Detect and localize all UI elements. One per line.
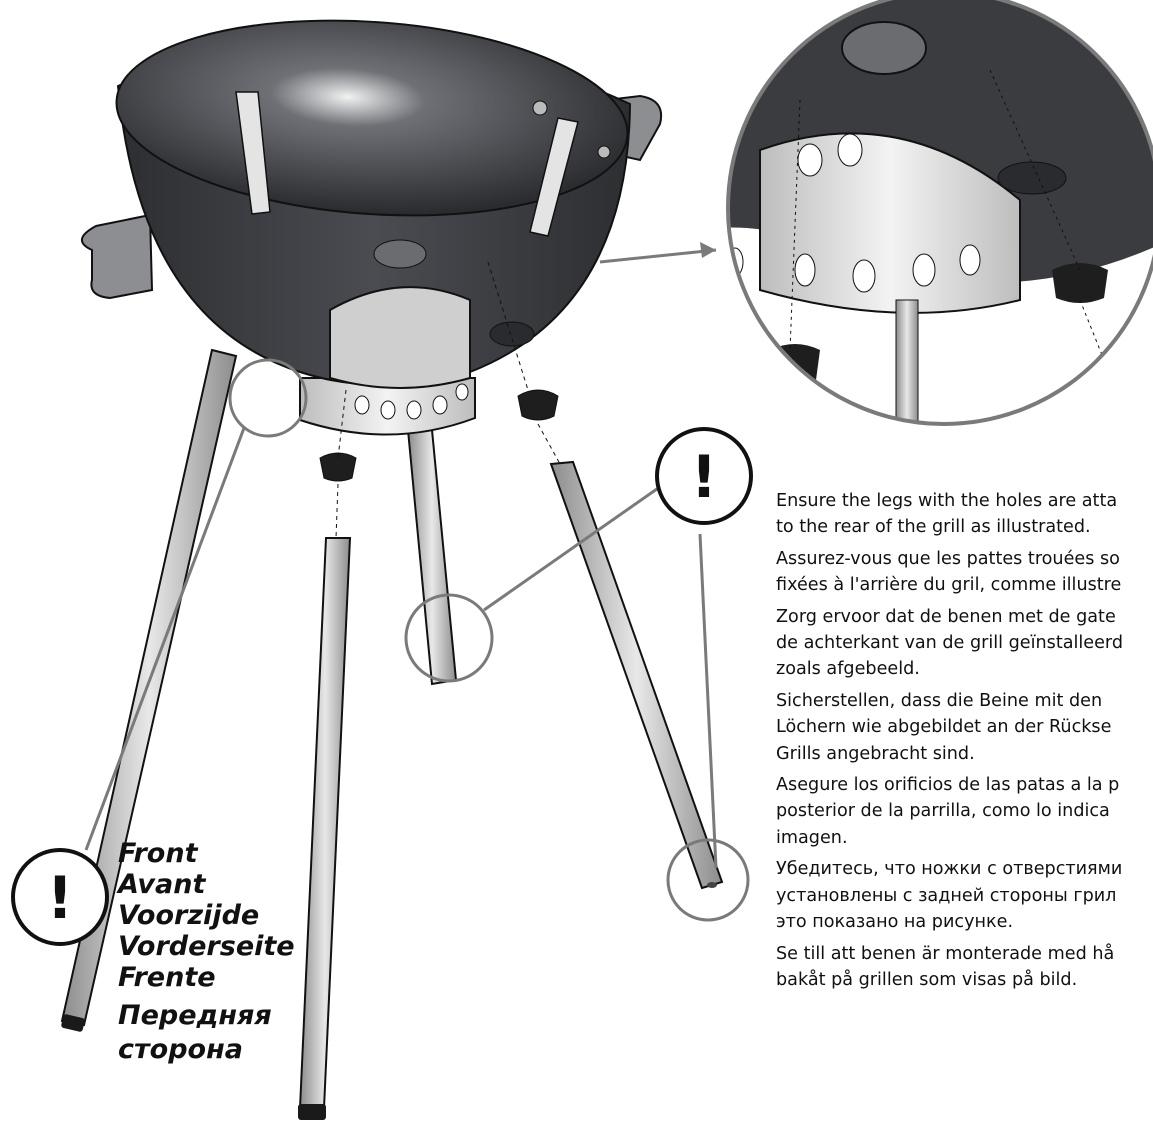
instruction-sv: Se till att benen är monterade med hå ba… — [776, 943, 1115, 990]
warning-symbol-rear: ! — [655, 427, 753, 525]
exclamation-icon: ! — [691, 443, 717, 511]
grill-bowl — [81, 19, 662, 389]
instruction-es: Asegure los orificios de las patas a la … — [776, 775, 1120, 848]
instruction-ru: Убедитесь, что ножки с отверстиями устан… — [776, 859, 1123, 933]
front-label-es: Frente — [118, 962, 216, 993]
instruction-en: Ensure the legs with the holes are atta … — [776, 491, 1118, 538]
leg-rear-right — [549, 460, 724, 890]
front-label-fr: Avant — [118, 869, 206, 900]
front-label-en: Front — [118, 838, 198, 869]
leg-rear-center — [406, 429, 458, 686]
front-label-ru: Передняя сторона — [118, 1000, 272, 1065]
detail-circles — [228, 358, 750, 922]
leg-front-left — [60, 348, 238, 1032]
zoom-detail — [726, 0, 1153, 426]
front-label-nl: Voorzijde — [118, 900, 260, 931]
instruction-text-block: Ensure the legs with the holes are atta … — [776, 488, 1153, 998]
instruction-fr: Assurez-vous que les pattes trouées so f… — [776, 548, 1122, 596]
exclamation-icon: ! — [47, 864, 73, 932]
leg-front-center — [298, 537, 352, 1120]
instruction-nl: Zorg ervoor dat de benen met de gate de … — [776, 606, 1124, 680]
warning-symbol-front: ! — [11, 848, 109, 946]
instruction-de: Sicherstellen, dass die Beine mit den Lö… — [776, 690, 1112, 764]
leg-ring — [299, 377, 476, 436]
leg-cap — [319, 389, 559, 482]
front-label-group: Front Avant Voorzijde Vorderseite Frente… — [118, 838, 318, 1067]
leader-lines — [84, 248, 718, 869]
front-label-de: Vorderseite — [118, 931, 295, 962]
